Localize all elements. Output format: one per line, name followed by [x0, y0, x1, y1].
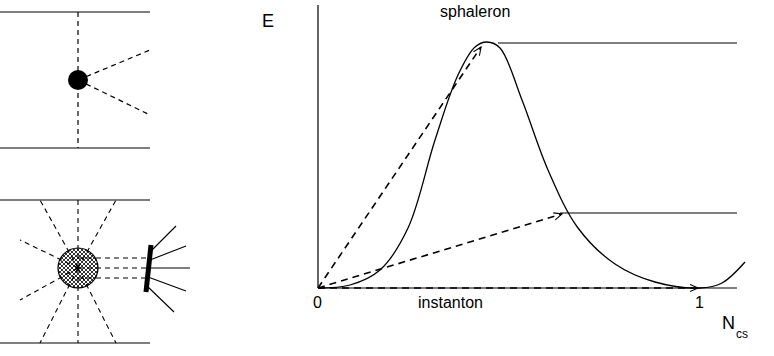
drawing-part: [150, 226, 176, 252]
axis-subscript: cs: [736, 328, 748, 340]
tunneling-arrows: [318, 47, 698, 288]
drawing-part: [78, 50, 150, 80]
instanton-process: [0, 200, 190, 343]
energy-curve: [318, 42, 745, 288]
axes: [318, 5, 737, 288]
drawing-part: [0, 11, 150, 12]
drawing-part: [147, 226, 190, 312]
peak-label: sphaleron: [440, 4, 510, 20]
drawing-part: [318, 287, 737, 288]
sphaleron-process: [0, 12, 150, 148]
drawing-part: [0, 199, 150, 200]
axis-label: E: [262, 12, 274, 30]
drawing-part: [318, 214, 562, 288]
drawing-part: [317, 5, 318, 288]
drawing-part: [318, 47, 481, 288]
tick-label: 0: [313, 295, 322, 311]
drawing-part: [148, 277, 186, 291]
drawing-part: [0, 342, 150, 343]
drawing-part: [150, 246, 186, 260]
drawing-part: [560, 212, 737, 213]
drawing-part: [20, 200, 148, 343]
tick-label: 1: [695, 295, 704, 311]
drawing-part: [68, 70, 88, 90]
drawing-part: [0, 147, 150, 148]
path-label: instanton: [418, 295, 483, 311]
drawing-part: [58, 248, 98, 288]
drawing-part: [149, 267, 190, 268]
drawing-part: [147, 286, 174, 312]
drawing-part: [78, 80, 148, 114]
axis-label: N: [722, 314, 735, 332]
drawing-part: [498, 42, 737, 43]
energy-curve-path: [318, 42, 745, 288]
drawing-part: [318, 287, 698, 289]
